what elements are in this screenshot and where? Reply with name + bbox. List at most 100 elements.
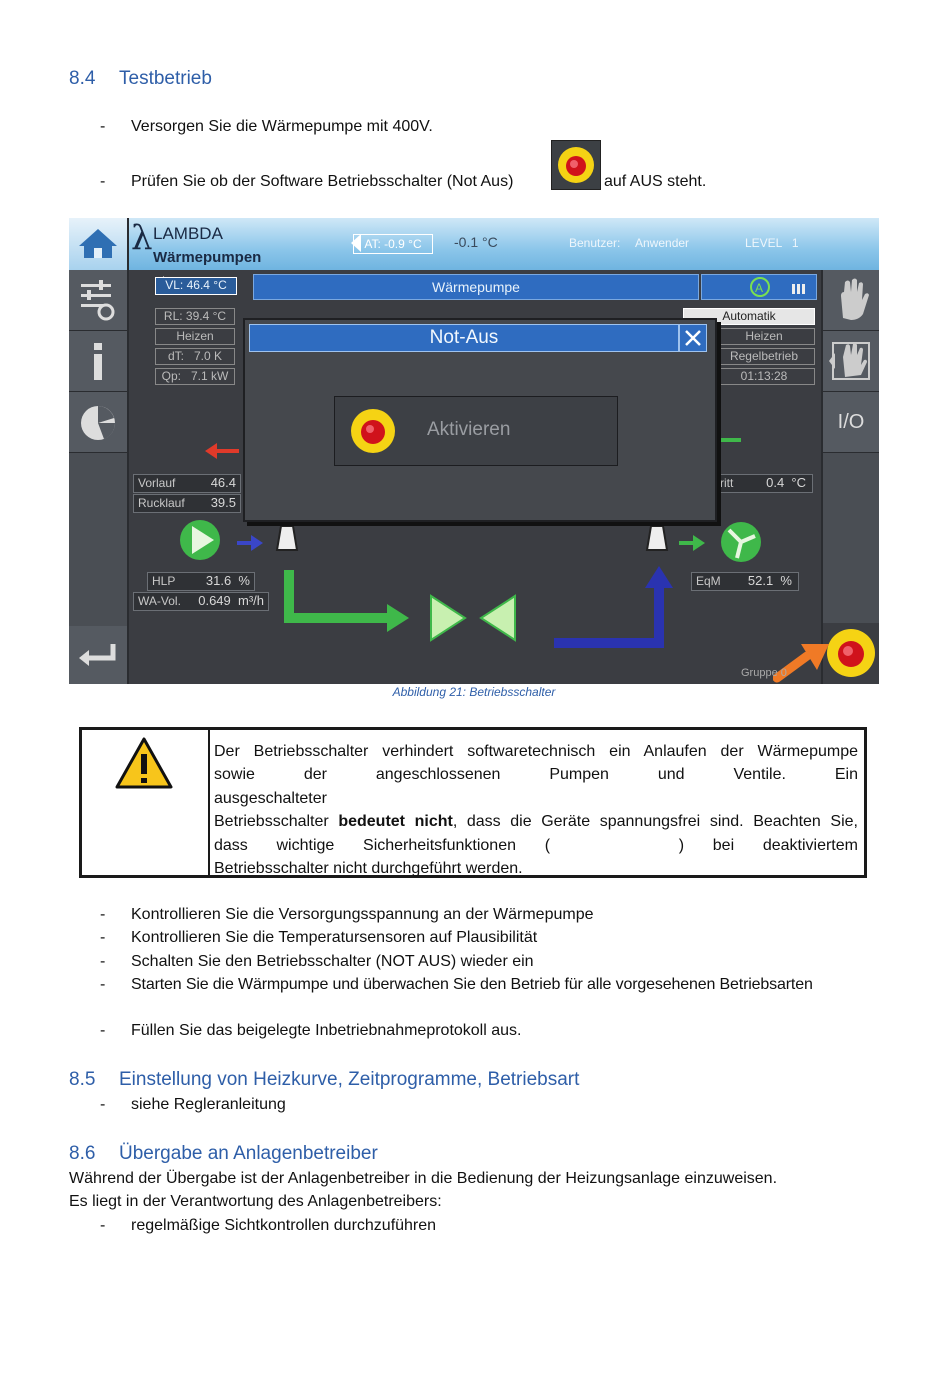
list-item: -regelmäßige Sichtkontrollen durchzuführ… (100, 1217, 437, 1234)
back-button[interactable] (69, 626, 127, 684)
orange-pointer-arrow-icon (773, 644, 829, 683)
user-name: Anwender (635, 236, 690, 250)
list-item-text: Kontrollieren Sie die Temperatursensoren… (131, 929, 538, 946)
emergency-stop-icon (551, 140, 601, 190)
home-button[interactable] (69, 218, 129, 270)
list-item-text: Kontrollieren Sie die Versorgungsspannun… (131, 906, 594, 923)
io-button[interactable]: I/O (823, 392, 879, 453)
dialog-close-button[interactable] (679, 324, 707, 352)
group-label: Gruppe 0 (741, 667, 787, 679)
brand-name: LAMBDA (153, 224, 223, 243)
section-title: Übergabe an Anlagenbetreiber (119, 1143, 378, 1164)
hand-icon (841, 278, 869, 320)
valve-icon (430, 594, 467, 642)
warning-line: Betriebsschalter bedeutet nicht, dass di… (214, 813, 859, 831)
section-title: Testbetrieb (119, 68, 212, 89)
paragraph: Es liegt in der Verantwortung des Anlage… (69, 1193, 442, 1210)
return-value: 39.5 (210, 495, 236, 510)
statistics-button[interactable] (69, 392, 127, 453)
lambda-logo-icon: λ (131, 218, 153, 258)
list-item: -Kontrollieren Sie die Versorgungsspannu… (100, 906, 594, 923)
bullet-dash: - (100, 118, 106, 135)
outdoor-temp-avg: -0.1 °C (454, 234, 498, 250)
return-temp-display: RL: 39.4 °C (155, 308, 235, 325)
return-label: Rucklauf (138, 496, 185, 510)
bullet-dash: - (100, 173, 106, 190)
list-item-text: regelmäßige Sichtkontrollen durchzuführe… (131, 1217, 437, 1234)
hydraulic-diagram (180, 438, 761, 648)
pump-readout: HLP 31.6 % (147, 572, 255, 591)
return-readout: Rucklauf 39.5 (133, 494, 241, 513)
emergency-stop-icon (351, 409, 395, 453)
delta-temp-display: dT: 7.0 K (155, 348, 235, 365)
divider (208, 730, 210, 875)
list-item: -Füllen Sie das beigelegte Inbetriebnahm… (100, 1022, 522, 1039)
home-icon (79, 229, 117, 258)
fan-label: EqM (696, 574, 721, 588)
list-item: - Prüfen Sie ob der Software Betriebssch… (0, 173, 950, 195)
sensor-icon (275, 525, 299, 551)
section-number: 8.6 (69, 1143, 96, 1164)
activate-button[interactable]: Aktivieren (334, 396, 618, 466)
volume-readout: WA-Vol. 0.649 m³/h (133, 592, 269, 611)
pump-label: HLP (152, 574, 176, 588)
warning-line: Der Betriebsschalter verhindert software… (214, 743, 858, 760)
runtime-display: 01:13:28 (713, 368, 815, 385)
emergency-stop-button[interactable] (823, 623, 879, 684)
brand-subtitle: Wärmepumpen (153, 249, 262, 266)
warning-icon (115, 737, 173, 789)
list-item-text: siehe Regleranleitung (131, 1096, 286, 1113)
section-heading-8-5: 8.5 Einstellung von Heizkurve, Zeitprogra… (69, 1069, 579, 1091)
arrow-left-icon (341, 234, 361, 252)
controller-screenshot: λ LAMBDA Wärmepumpen AT: -0.9 °C -0.1 °C… (69, 218, 879, 684)
manual-override-button[interactable] (823, 331, 879, 392)
flow-value: 46.4 (210, 475, 236, 490)
svg-text:A: A (755, 281, 763, 295)
pump-value: 31.6 % (205, 573, 250, 588)
close-icon (685, 330, 701, 346)
warning-line: Betriebsschalter nicht durchgeführt werd… (214, 860, 523, 878)
red-arrow-icon (205, 443, 217, 459)
list-item-text: Starten Sie die Wärmpumpe und überwachen… (131, 976, 813, 993)
list-item-text: Prüfen Sie ob der Software Betriebsschal… (131, 173, 514, 190)
list-item-text: Versorgen Sie die Wärmepumpe mit 400V. (131, 118, 433, 135)
list-item-text: Füllen Sie das beigelegte Inbetriebnahme… (131, 1022, 522, 1039)
activate-label: Aktivieren (427, 419, 511, 440)
status-icons: A (701, 274, 817, 300)
operating-mode-select[interactable]: Automatik (683, 308, 815, 325)
power-display: Qp: 7.1 kW (155, 368, 235, 385)
inline-suffix: auf AUS steht. (604, 173, 707, 190)
outdoor-temp-display: AT: -0.9 °C (353, 234, 433, 254)
fan-readout: EqM 52.1 % (691, 572, 799, 591)
heating-status: Heizen (713, 328, 815, 345)
top-bar (69, 218, 879, 270)
info-icon (94, 343, 102, 380)
mode-display: Heizen (155, 328, 235, 345)
warning-box: Der Betriebsschalter verhindert software… (79, 727, 867, 878)
settings-sliders-icon (81, 280, 115, 321)
not-aus-dialog: Not-Aus Aktivieren (243, 318, 717, 522)
volume-label: WA-Vol. (138, 594, 181, 608)
warning-line: dass wichtige Sicherheitsfunktionen ( ) … (214, 836, 858, 854)
list-item-text: Schalten Sie den Betriebsschalter (NOT A… (131, 953, 534, 970)
level-indicator: LEVEL 1 (745, 236, 799, 250)
manual-button[interactable] (823, 270, 879, 331)
list-item: -Starten Sie die Wärmpumpe und überwache… (100, 976, 813, 993)
settings-button[interactable] (69, 270, 127, 331)
warning-line: sowie der angeschlossenen Pumpen und Ven… (214, 766, 858, 807)
section-number: 8.5 (69, 1069, 96, 1090)
info-button[interactable] (69, 331, 127, 392)
emphasis: bedeutet nicht (338, 813, 453, 831)
section-title: Einstellung von Heizkurve, Zeitprogramme… (119, 1069, 580, 1090)
flow-label: Vorlauf (138, 476, 176, 490)
page-header: Wärmepumpe (253, 274, 699, 300)
fan-value: 52.1 % (747, 573, 792, 588)
section-heading-8-6: 8.6 Übergabe an Anlagenbetreiber (69, 1143, 378, 1165)
list-item: -Kontrollieren Sie die Temperatursensore… (100, 929, 538, 946)
return-arrow-icon (79, 644, 116, 666)
user-label: Benutzer: (569, 236, 621, 250)
list-item: -siehe Regleranleitung (100, 1096, 286, 1113)
inlet-value: 0.4 °C (766, 475, 806, 490)
pie-chart-icon (81, 406, 116, 440)
